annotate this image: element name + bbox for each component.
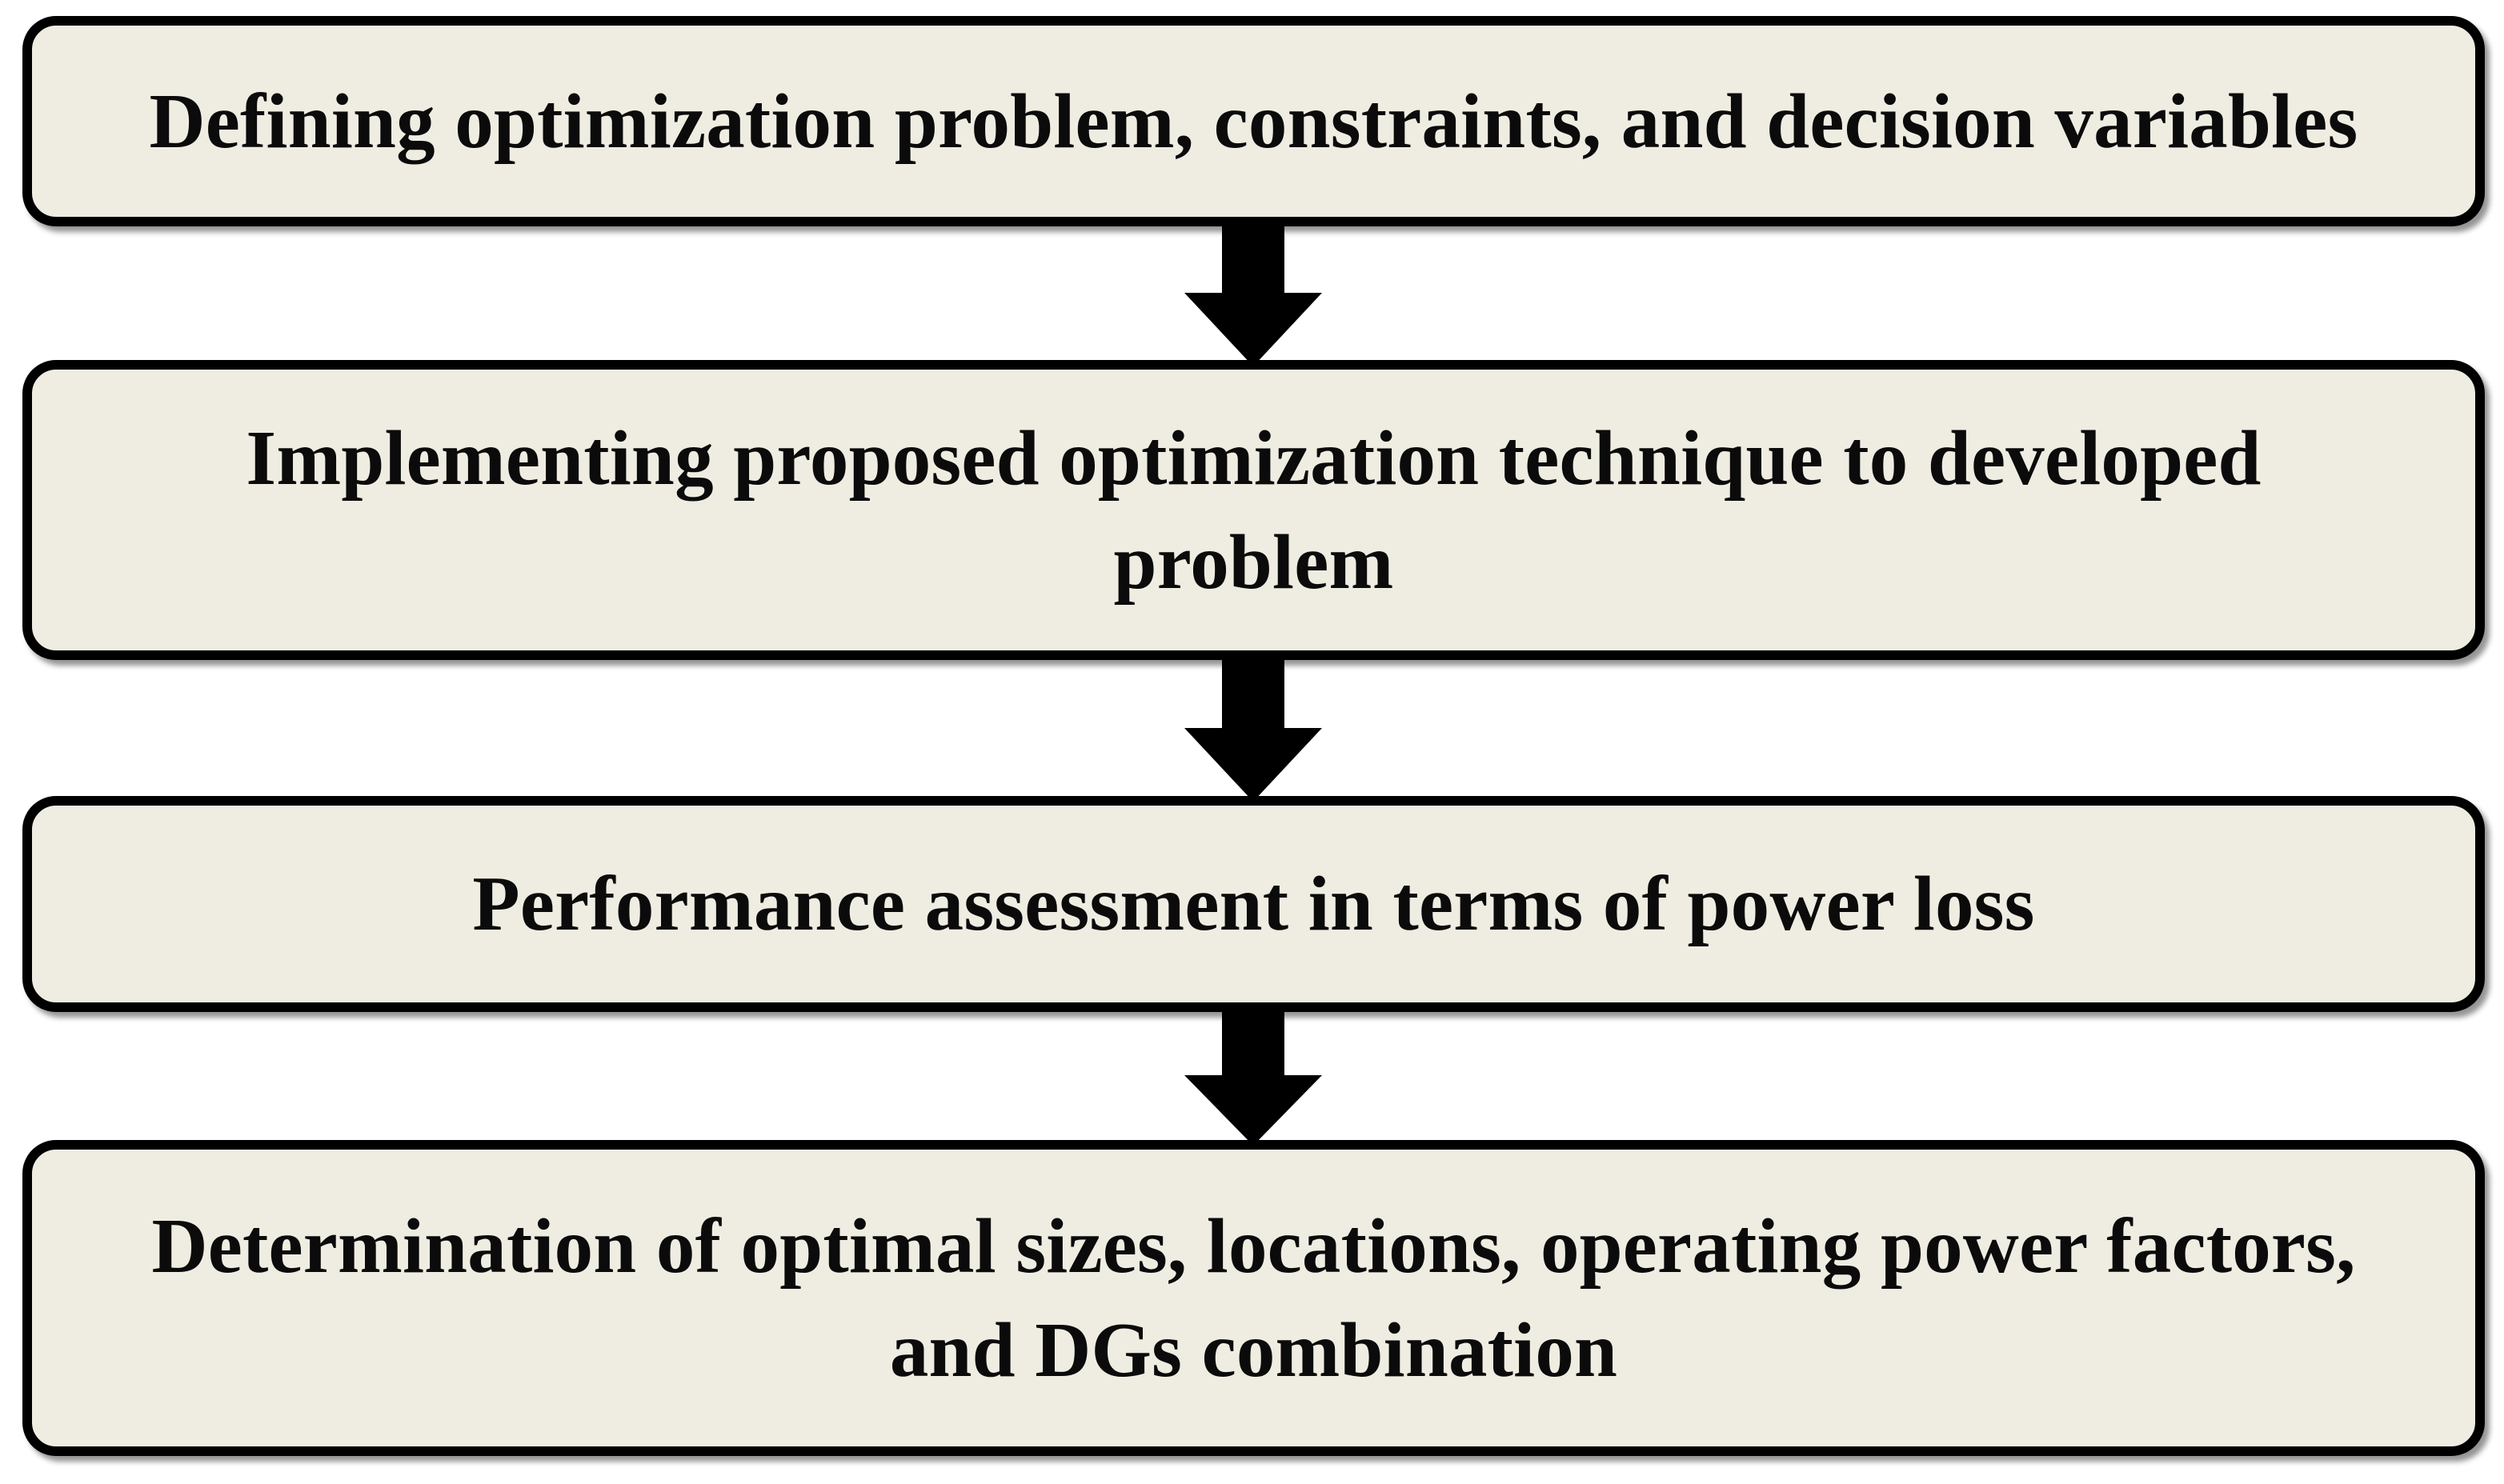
flowchart-node-step-4[interactable]: Determination of optimal sizes, location… [22,1140,2485,1456]
flowchart-node-step-3[interactable]: Performance assessment in terms of power… [22,796,2485,1012]
flowchart-node-label: Performance assessment in terms of power… [472,861,2035,947]
arrow-down-icon-1 [1184,221,1322,366]
flowchart-node-label: Implementing proposed optimization techn… [246,414,2262,605]
arrow-down-icon-2 [1184,654,1322,802]
flowchart-node-step-2[interactable]: Implementing proposed optimization techn… [22,360,2485,660]
arrow-down-icon-3 [1184,1006,1322,1146]
flowchart-node-step-1[interactable]: Defining optimization problem, constrain… [22,16,2485,226]
flowchart-node-label: Defining optimization problem, constrain… [149,78,2358,164]
flowchart-node-label: Determination of optimal sizes, location… [151,1202,2356,1393]
